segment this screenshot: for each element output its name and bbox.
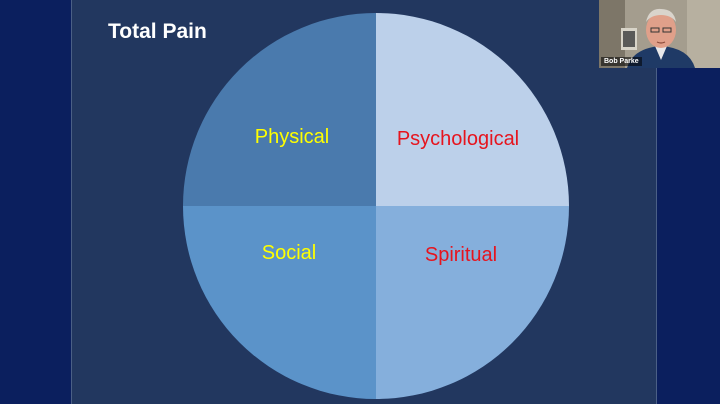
total-pain-quadrant-diagram: Physical Psychological Social Spiritual (183, 13, 569, 399)
quadrant-social (183, 206, 376, 399)
participant-video-thumbnail[interactable]: Bob Parke (599, 0, 720, 68)
label-spiritual: Spiritual (425, 244, 497, 266)
shared-slide: Physical Psychological Social Spiritual … (71, 0, 657, 404)
label-physical: Physical (255, 126, 329, 148)
participant-name-label: Bob Parke (601, 57, 642, 66)
participant-video-frame (599, 0, 720, 68)
quadrant-psychological (376, 13, 569, 206)
quadrant-physical (183, 13, 376, 206)
label-social: Social (262, 242, 316, 264)
slide-title: Total Pain (108, 20, 207, 43)
label-psychological: Psychological (397, 128, 519, 150)
quadrant-spiritual (376, 206, 569, 399)
